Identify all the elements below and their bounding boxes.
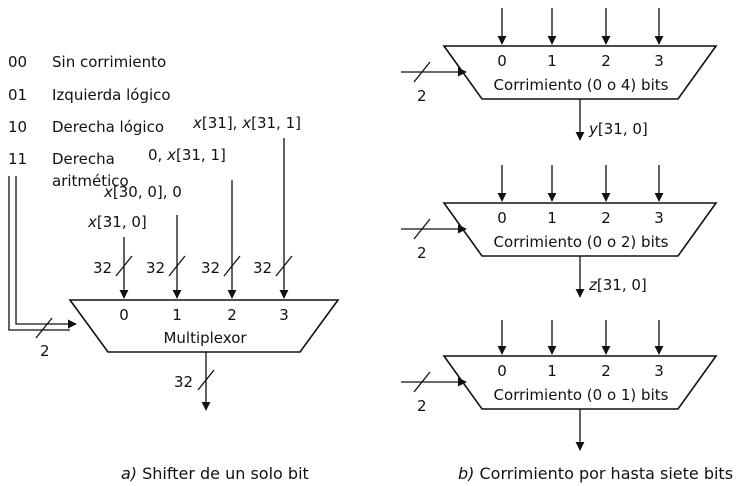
s2-port-2: 2 bbox=[601, 209, 611, 227]
s3-port-0: 0 bbox=[497, 362, 507, 380]
shifter-0-4: 0 1 2 3 Corrimiento (0 o 4) bits 2 y[31,… bbox=[401, 8, 718, 141]
legend-label-00: Sin corrimiento bbox=[52, 53, 166, 71]
mux-port-1: 1 bbox=[172, 306, 182, 324]
caption-b: b) Corrimiento por hasta siete bits bbox=[458, 464, 733, 483]
mux-input-1-label: x[30, 0], 0 bbox=[103, 183, 182, 201]
s2-port-1: 1 bbox=[547, 209, 557, 227]
s2-select-width: 2 bbox=[417, 244, 427, 262]
s2-port-0: 0 bbox=[497, 209, 507, 227]
s1-port-0: 0 bbox=[497, 52, 507, 70]
legend-code-10: 10 bbox=[8, 118, 27, 136]
mux-select-width: 2 bbox=[40, 342, 50, 360]
mux-width-1: 32 bbox=[146, 259, 165, 277]
mux-output-width: 32 bbox=[174, 373, 193, 391]
legend-label-10: Derecha lógico bbox=[52, 118, 164, 136]
s1-port-3: 3 bbox=[654, 52, 664, 70]
mux-port-3: 3 bbox=[279, 306, 289, 324]
s1-port-1: 1 bbox=[547, 52, 557, 70]
shifter-0-1: 0 1 2 3 Corrimiento (0 o 1) bits 2 bbox=[401, 320, 718, 451]
s1-title: Corrimiento (0 o 4) bits bbox=[494, 76, 669, 94]
mux-port-2: 2 bbox=[227, 306, 237, 324]
s3-title: Corrimiento (0 o 1) bits bbox=[494, 386, 669, 404]
mux-port-0: 0 bbox=[119, 306, 129, 324]
legend-label-11: Derecha bbox=[52, 150, 115, 168]
s3-select-width: 2 bbox=[417, 397, 427, 415]
s3-port-2: 2 bbox=[601, 362, 611, 380]
mux-select-lines: 2 bbox=[8, 176, 77, 360]
s3-port-1: 1 bbox=[547, 362, 557, 380]
multiplexor: 0 1 2 3 Multiplexor bbox=[68, 299, 340, 353]
mux-input-arrows: 32 32 32 32 bbox=[93, 138, 293, 299]
s3-port-3: 3 bbox=[654, 362, 664, 380]
caption-a: a) Shifter de un solo bit bbox=[121, 464, 309, 483]
mux-input-2-label: 0, x[31, 1] bbox=[148, 146, 226, 164]
s1-port-2: 2 bbox=[601, 52, 611, 70]
mux-width-2: 32 bbox=[201, 259, 220, 277]
mux-input-labels: x[31, 0] x[30, 0], 0 0, x[31, 1] x[31], … bbox=[87, 114, 301, 231]
legend-label-11-cont: aritmético bbox=[52, 172, 129, 190]
s2-title: Corrimiento (0 o 2) bits bbox=[494, 233, 669, 251]
mux-title: Multiplexor bbox=[163, 329, 247, 347]
mux-input-0-label: x[31, 0] bbox=[87, 213, 147, 231]
mux-width-0: 32 bbox=[93, 259, 112, 277]
legend-code-11: 11 bbox=[8, 150, 27, 168]
legend-label-01: Izquierda lógico bbox=[52, 86, 171, 104]
legend: 00 Sin corrimiento 01 Izquierda lógico 1… bbox=[8, 53, 171, 190]
s2-output-label: z[31, 0] bbox=[588, 276, 647, 294]
mux-output: 32 bbox=[174, 352, 215, 411]
shifter-0-2: 0 1 2 3 Corrimiento (0 o 2) bits 2 z[31,… bbox=[401, 165, 718, 298]
s1-output-label: y[31, 0] bbox=[588, 120, 648, 138]
s1-select-width: 2 bbox=[417, 87, 427, 105]
mux-width-3: 32 bbox=[253, 259, 272, 277]
mux-input-3-label: x[31], x[31, 1] bbox=[192, 114, 301, 132]
legend-code-00: 00 bbox=[8, 53, 27, 71]
legend-code-01: 01 bbox=[8, 86, 27, 104]
s2-port-3: 3 bbox=[654, 209, 664, 227]
